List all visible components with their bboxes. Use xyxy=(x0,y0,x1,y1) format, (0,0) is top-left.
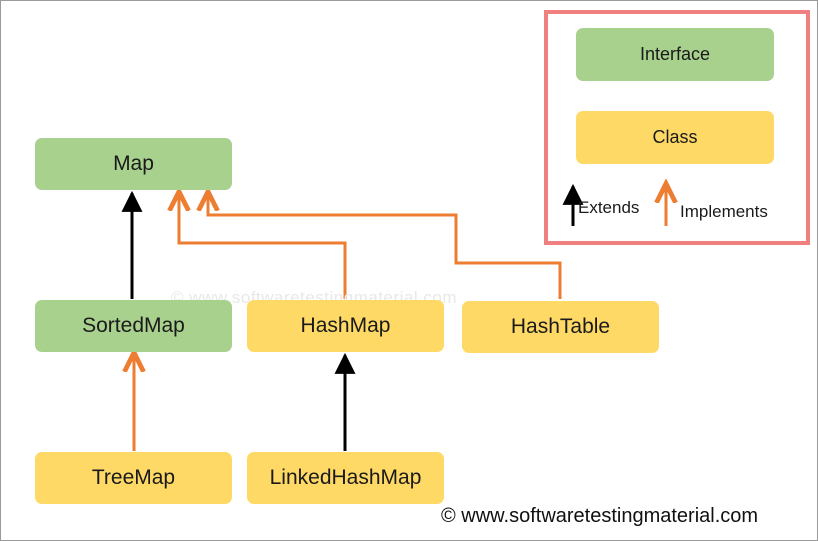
node-hashtable: HashTable xyxy=(462,301,659,353)
legend-interface-swatch: Interface xyxy=(576,28,774,81)
node-linkedhashmap: LinkedHashMap xyxy=(247,452,444,504)
edge-hashtable-map xyxy=(208,194,562,299)
node-treemap: TreeMap xyxy=(35,452,232,504)
edge-hashmap-map xyxy=(179,194,347,299)
legend-arrows xyxy=(562,14,806,226)
legend-extends-label: Extends xyxy=(578,198,640,217)
legend: Interface Class Extends Implements xyxy=(544,10,810,245)
node-map: Map xyxy=(35,138,232,190)
node-sortedmap: SortedMap xyxy=(35,300,232,352)
copyright-notice: © www.softwaretestingmaterial.com xyxy=(441,505,759,527)
node-hashmap: HashMap xyxy=(247,300,444,352)
legend-class-swatch: Class xyxy=(576,111,774,164)
legend-implements-label: Implements xyxy=(680,202,768,221)
